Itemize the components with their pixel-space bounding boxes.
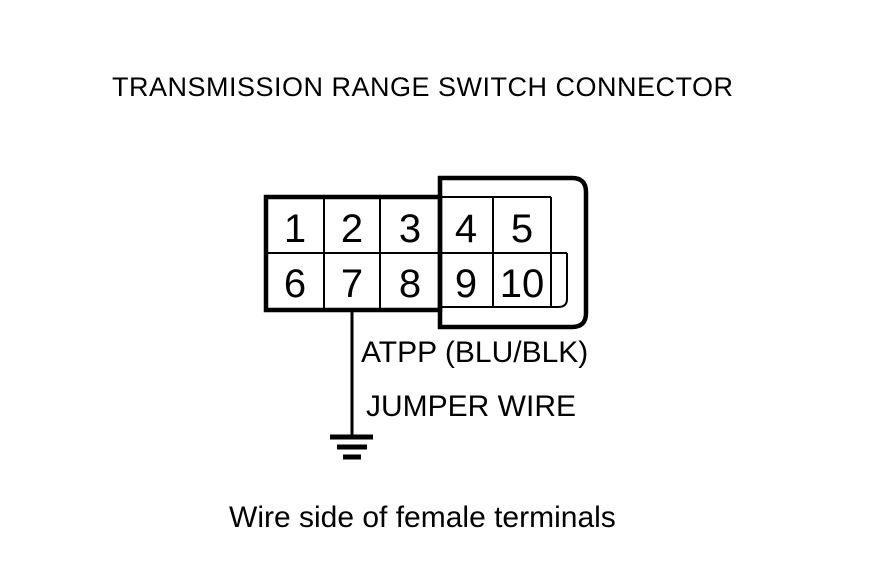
terminal-6: 6 bbox=[284, 262, 306, 306]
wire-color-label: ATPP (BLU/BLK) bbox=[361, 336, 589, 369]
terminal-2: 2 bbox=[341, 207, 363, 251]
wire-side-note: Wire side of female terminals bbox=[229, 501, 616, 534]
terminal-9: 9 bbox=[455, 262, 477, 306]
terminal-8: 8 bbox=[399, 262, 421, 306]
terminal-3: 3 bbox=[399, 207, 421, 251]
blank-slot-outline bbox=[557, 253, 568, 308]
diagram-title: TRANSMISSION RANGE SWITCH CONNECTOR bbox=[112, 72, 734, 102]
terminal-1: 1 bbox=[284, 207, 306, 251]
terminal-7: 7 bbox=[341, 262, 363, 306]
terminal-10: 10 bbox=[500, 262, 545, 306]
jumper-wire-label: JUMPER WIRE bbox=[366, 390, 576, 423]
terminal-5: 5 bbox=[511, 207, 533, 251]
ground-icon bbox=[330, 434, 373, 460]
connector-housing-outline bbox=[437, 175, 589, 330]
terminal-4: 4 bbox=[455, 207, 477, 251]
